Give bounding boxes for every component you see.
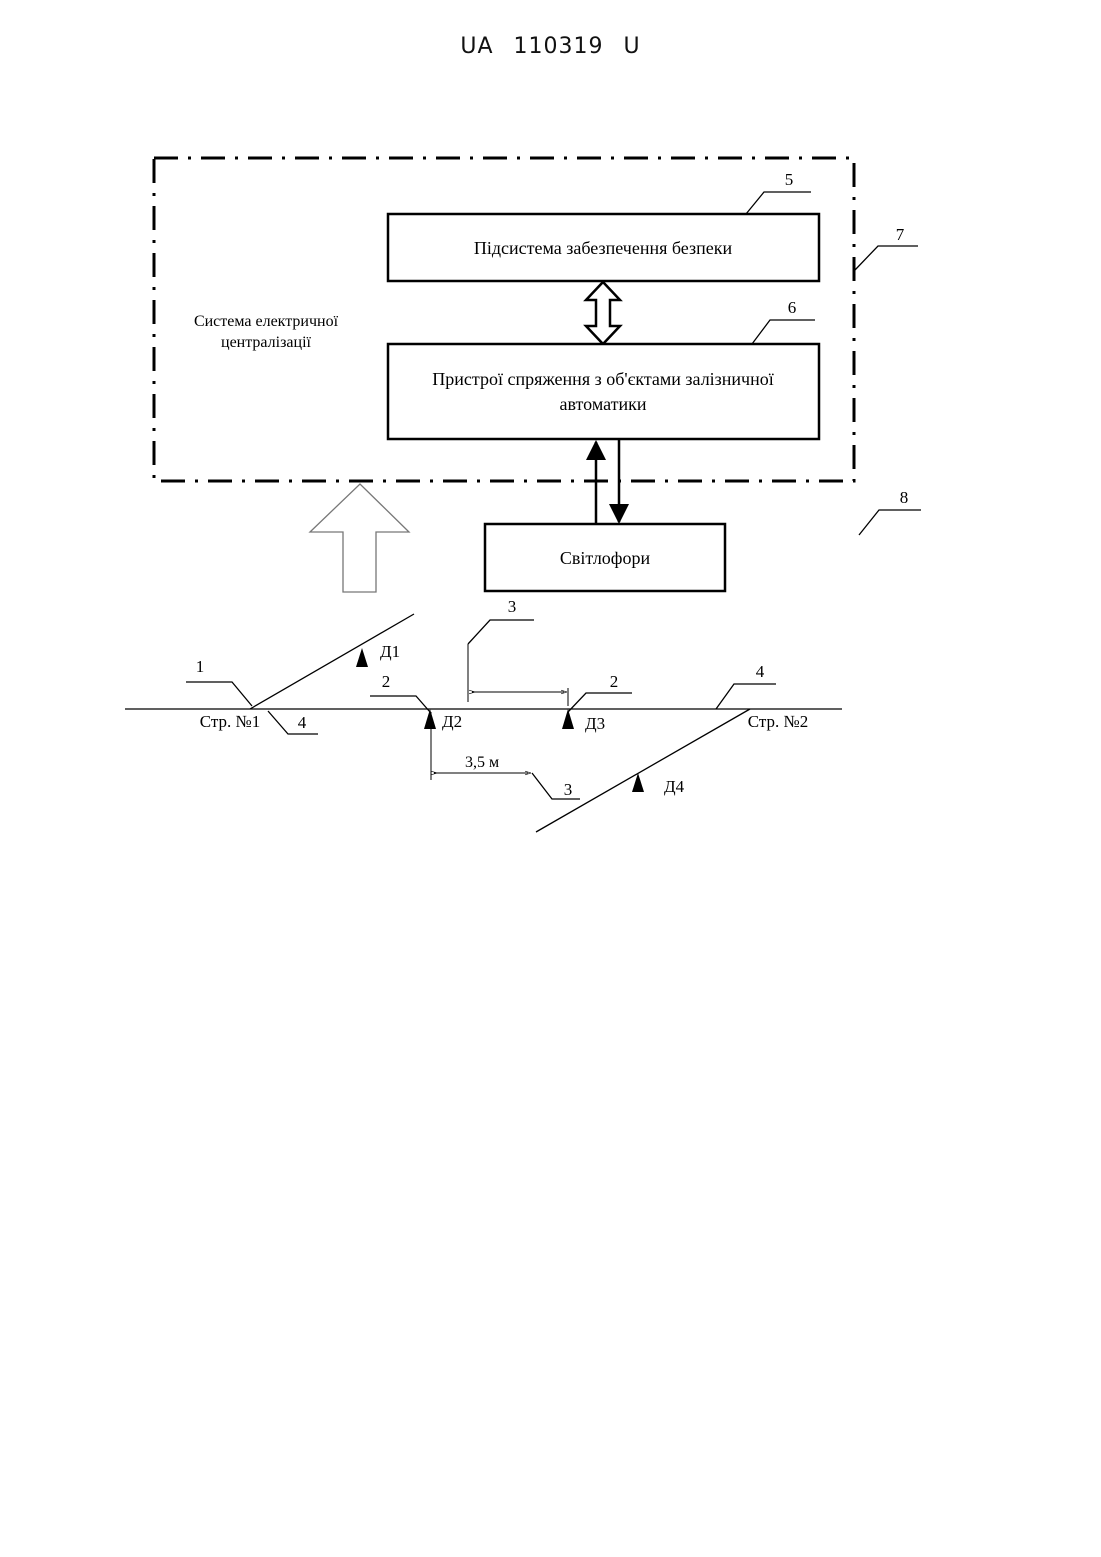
ref-3a: 3 (508, 597, 517, 616)
bidirectional-hollow-arrow (586, 282, 620, 344)
leader-4a (268, 711, 318, 734)
system-label-line1: Система електричної (194, 313, 339, 330)
leader-3b (532, 773, 580, 799)
leader-5 (746, 192, 811, 214)
sensor-d1-label: Д1 (380, 642, 400, 661)
interface-devices-label-line1: Пристрої спряження з об'єктами залізничн… (432, 369, 774, 389)
large-hollow-up-arrow (310, 484, 409, 592)
switch-2-label: Стр. №2 (748, 712, 808, 731)
ref-4b: 4 (756, 662, 765, 681)
ref-2a: 2 (382, 672, 391, 691)
sensor-d1-marker (356, 648, 368, 667)
ref-4a: 4 (298, 713, 307, 732)
leader-8 (859, 510, 921, 535)
sensor-d3-label: Д3 (585, 714, 605, 733)
ref-6: 6 (788, 298, 797, 317)
branch-track-1 (250, 614, 414, 709)
interface-devices-label-line2: автоматики (560, 394, 647, 414)
leader-7 (855, 246, 918, 270)
switch-1-label: Стр. №1 (200, 712, 260, 731)
sensor-d2-label: Д2 (442, 712, 462, 731)
ref-5: 5 (785, 170, 794, 189)
sensor-d4-label: Д4 (664, 777, 685, 796)
leader-3a (468, 620, 534, 644)
ref-7: 7 (896, 225, 905, 244)
system-label-line2: централізації (221, 334, 312, 351)
interface-devices-box (388, 344, 819, 439)
distance-label: 3,5 м (465, 754, 499, 771)
leader-1 (186, 682, 252, 706)
signals-label: Світлофори (560, 548, 651, 568)
ref-2b: 2 (610, 672, 619, 691)
ref-1: 1 (196, 657, 205, 676)
safety-subsystem-label: Підсистема забезпечення безпеки (474, 238, 733, 258)
leader-6 (752, 320, 815, 344)
ref-3b: 3 (564, 780, 573, 799)
leader-4b (716, 684, 776, 709)
ref-8: 8 (900, 488, 909, 507)
